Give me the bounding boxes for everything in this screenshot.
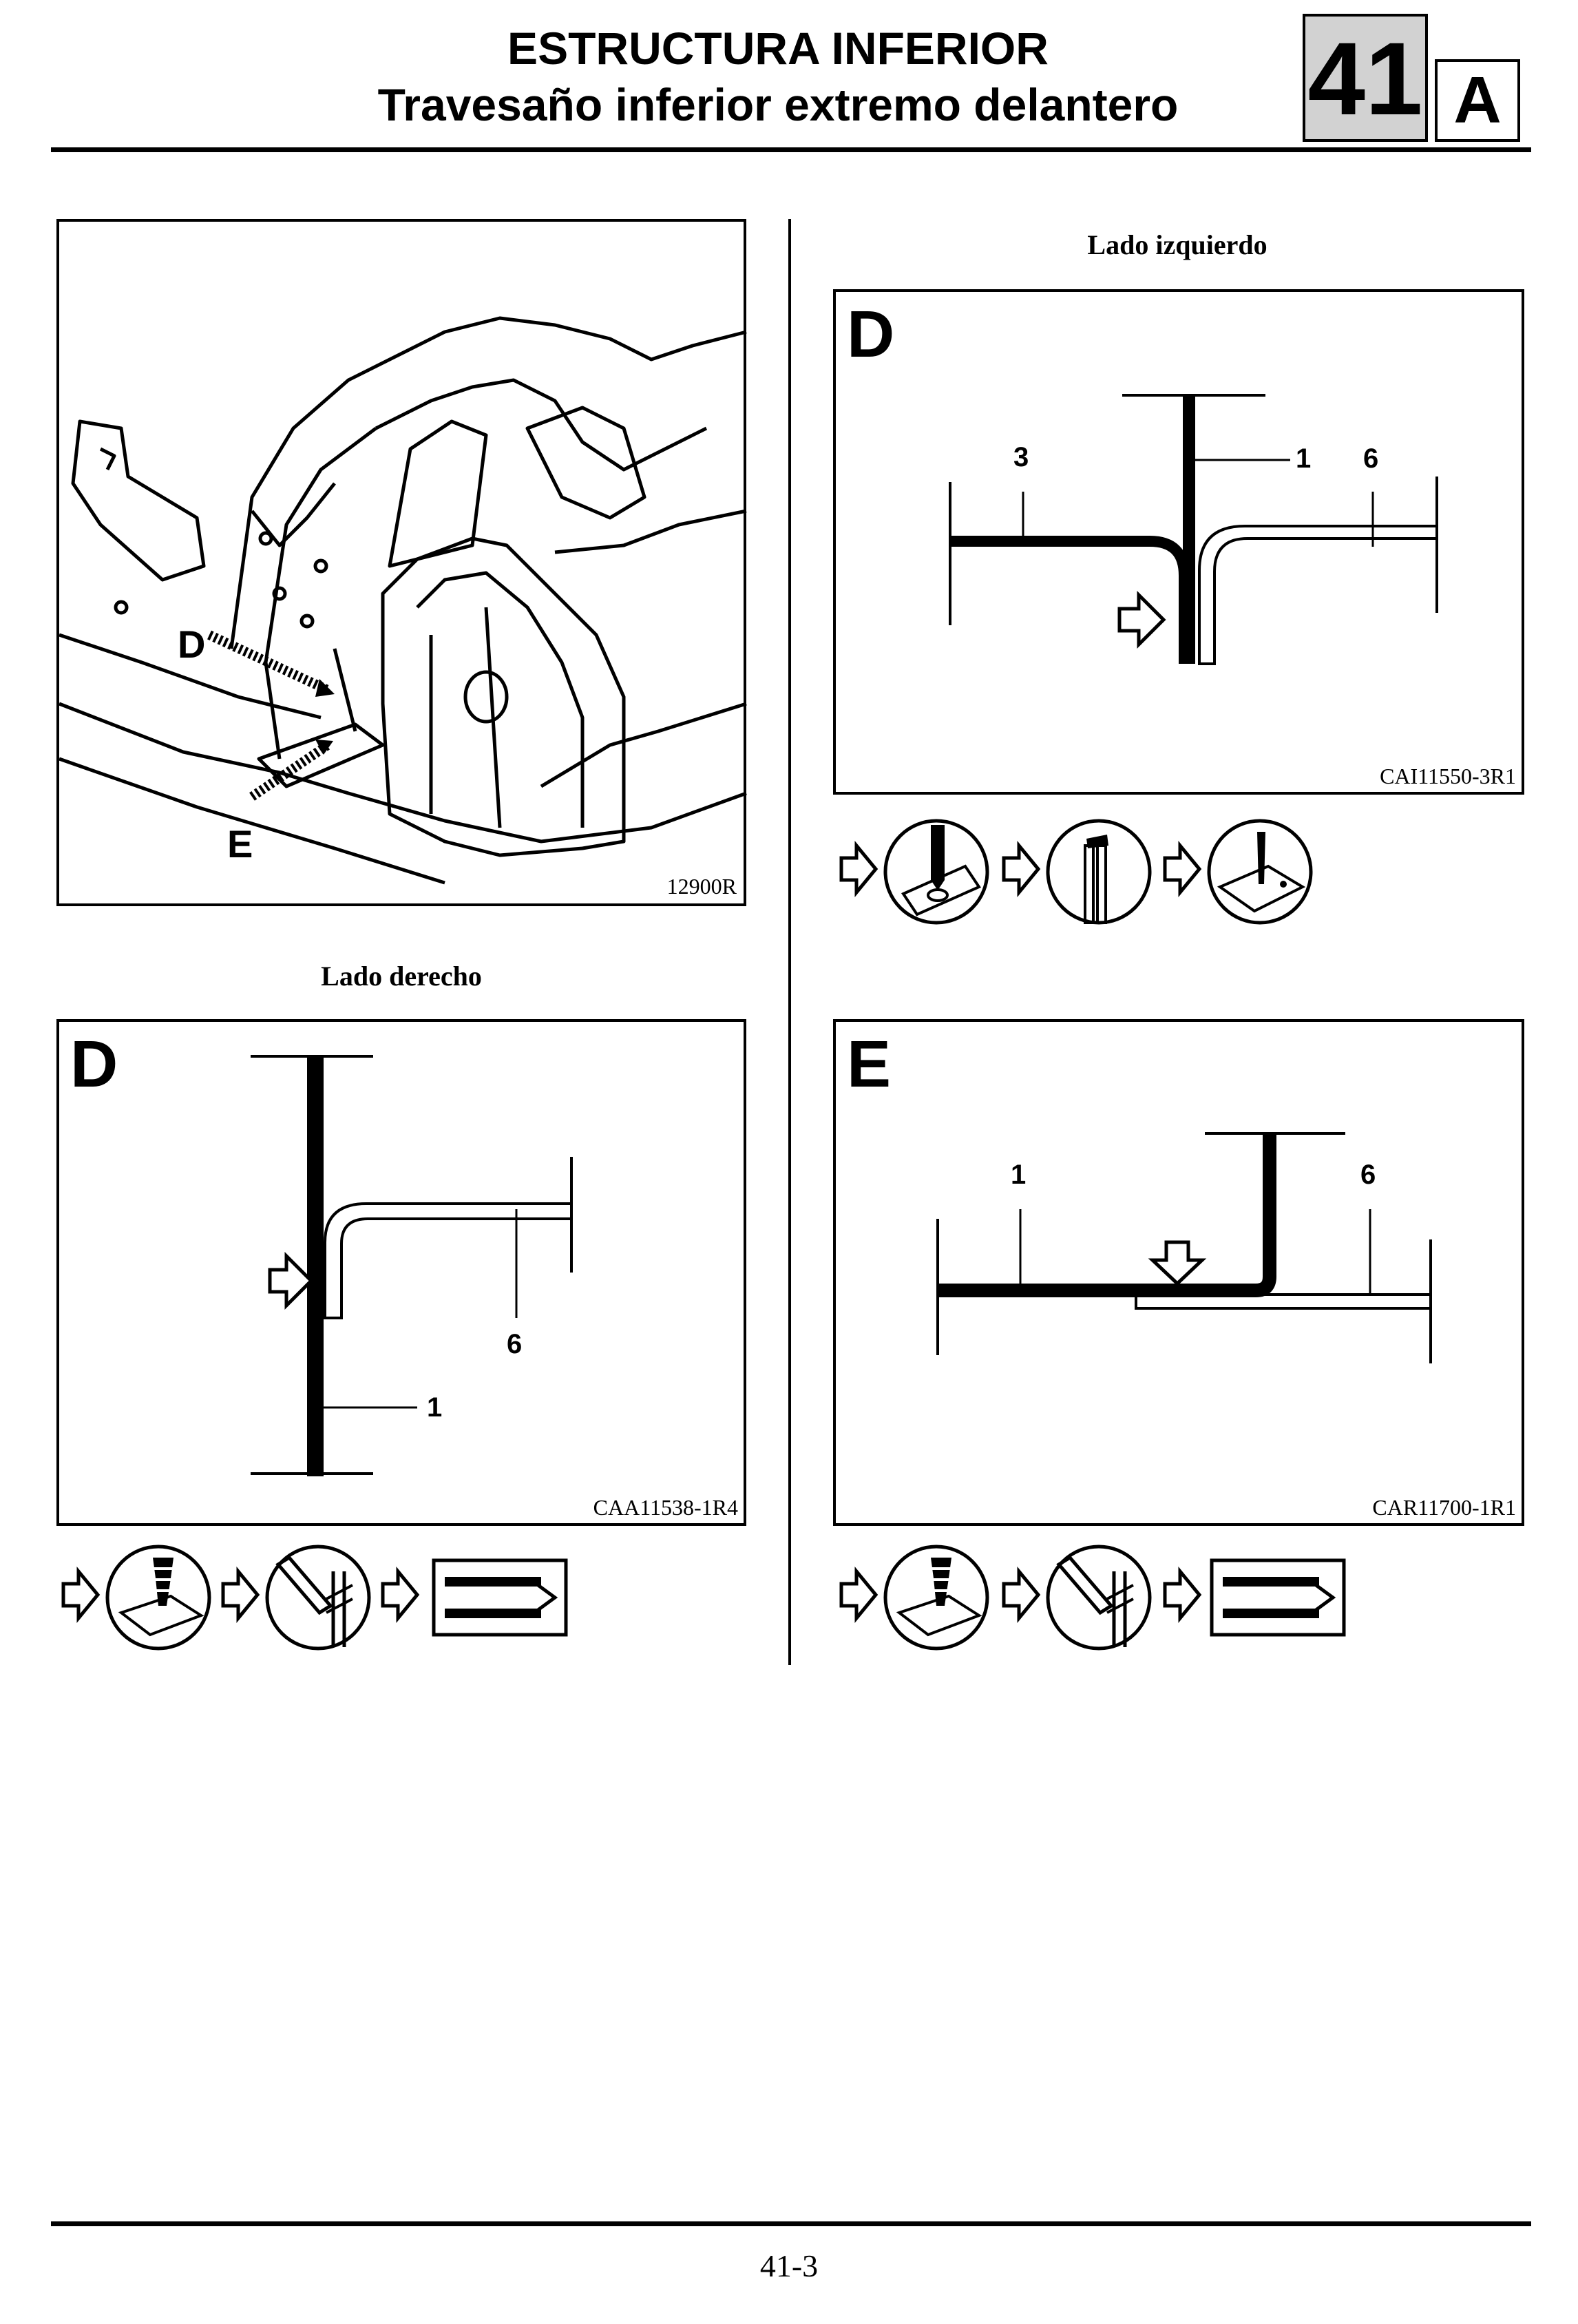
left-side-heading: Lado izquierdo: [1087, 229, 1267, 260]
part-label-1: 1: [1011, 1160, 1027, 1190]
figure-caption: 12900R: [666, 874, 737, 899]
grind-icon: [264, 1544, 372, 1651]
left-side-figure: D 3 1 6 CAI11550-3R1: [833, 289, 1524, 795]
sealant-icon: [1209, 1558, 1347, 1637]
detail-letter: D: [70, 1027, 118, 1101]
grind-icon: [1045, 1544, 1153, 1651]
detail-letter: E: [847, 1027, 892, 1101]
page-subtitle: Travesaño inferior extremo delantero: [377, 79, 1179, 130]
overview-figure: D E 12900R: [56, 219, 747, 906]
right-side-figure: D 6 1 CAA11538-1R4: [56, 1019, 746, 1526]
header-rule: [51, 147, 1531, 152]
section-number-badge: 41: [1303, 14, 1428, 142]
page-title: ESTRUCTURA INFERIOR: [507, 23, 1049, 74]
plug-weld-icon: [883, 1544, 990, 1651]
part-label-1: 1: [1296, 443, 1312, 474]
plug-weld-icon: [105, 1544, 212, 1651]
part-label-6: 6: [1360, 1160, 1376, 1190]
spot-weld-cut-icon: [1045, 818, 1153, 925]
part-label-1: 1: [427, 1392, 443, 1423]
overview-drawing: [59, 316, 747, 885]
detail-e-section-drawing: [936, 1132, 1432, 1363]
part-label-6: 6: [507, 1329, 523, 1359]
figure-caption: CAI11550-3R1: [1380, 764, 1516, 788]
callout-d-label: D: [178, 622, 206, 666]
punch-icon: [1206, 818, 1314, 925]
right-side-section-drawing: [251, 1055, 573, 1476]
detail-e-figure: E 1 6 CAR11700-1R1: [833, 1019, 1524, 1526]
detail-letter: D: [847, 297, 895, 371]
left-side-section-drawing: [949, 394, 1438, 665]
right-side-heading: Lado derecho: [321, 961, 482, 992]
part-label-6: 6: [1363, 443, 1379, 474]
section-letter-badge: A: [1435, 59, 1520, 142]
part-label-3: 3: [1013, 442, 1029, 472]
drill-icon: [883, 818, 990, 925]
column-divider: [788, 219, 791, 1665]
figure-caption: CAA11538-1R4: [593, 1495, 738, 1520]
sealant-icon: [431, 1558, 569, 1637]
footer-rule: [51, 2221, 1531, 2226]
page-number: 41-3: [759, 2248, 819, 2283]
figure-caption: CAR11700-1R1: [1372, 1495, 1516, 1520]
callout-e-label: E: [227, 822, 253, 866]
